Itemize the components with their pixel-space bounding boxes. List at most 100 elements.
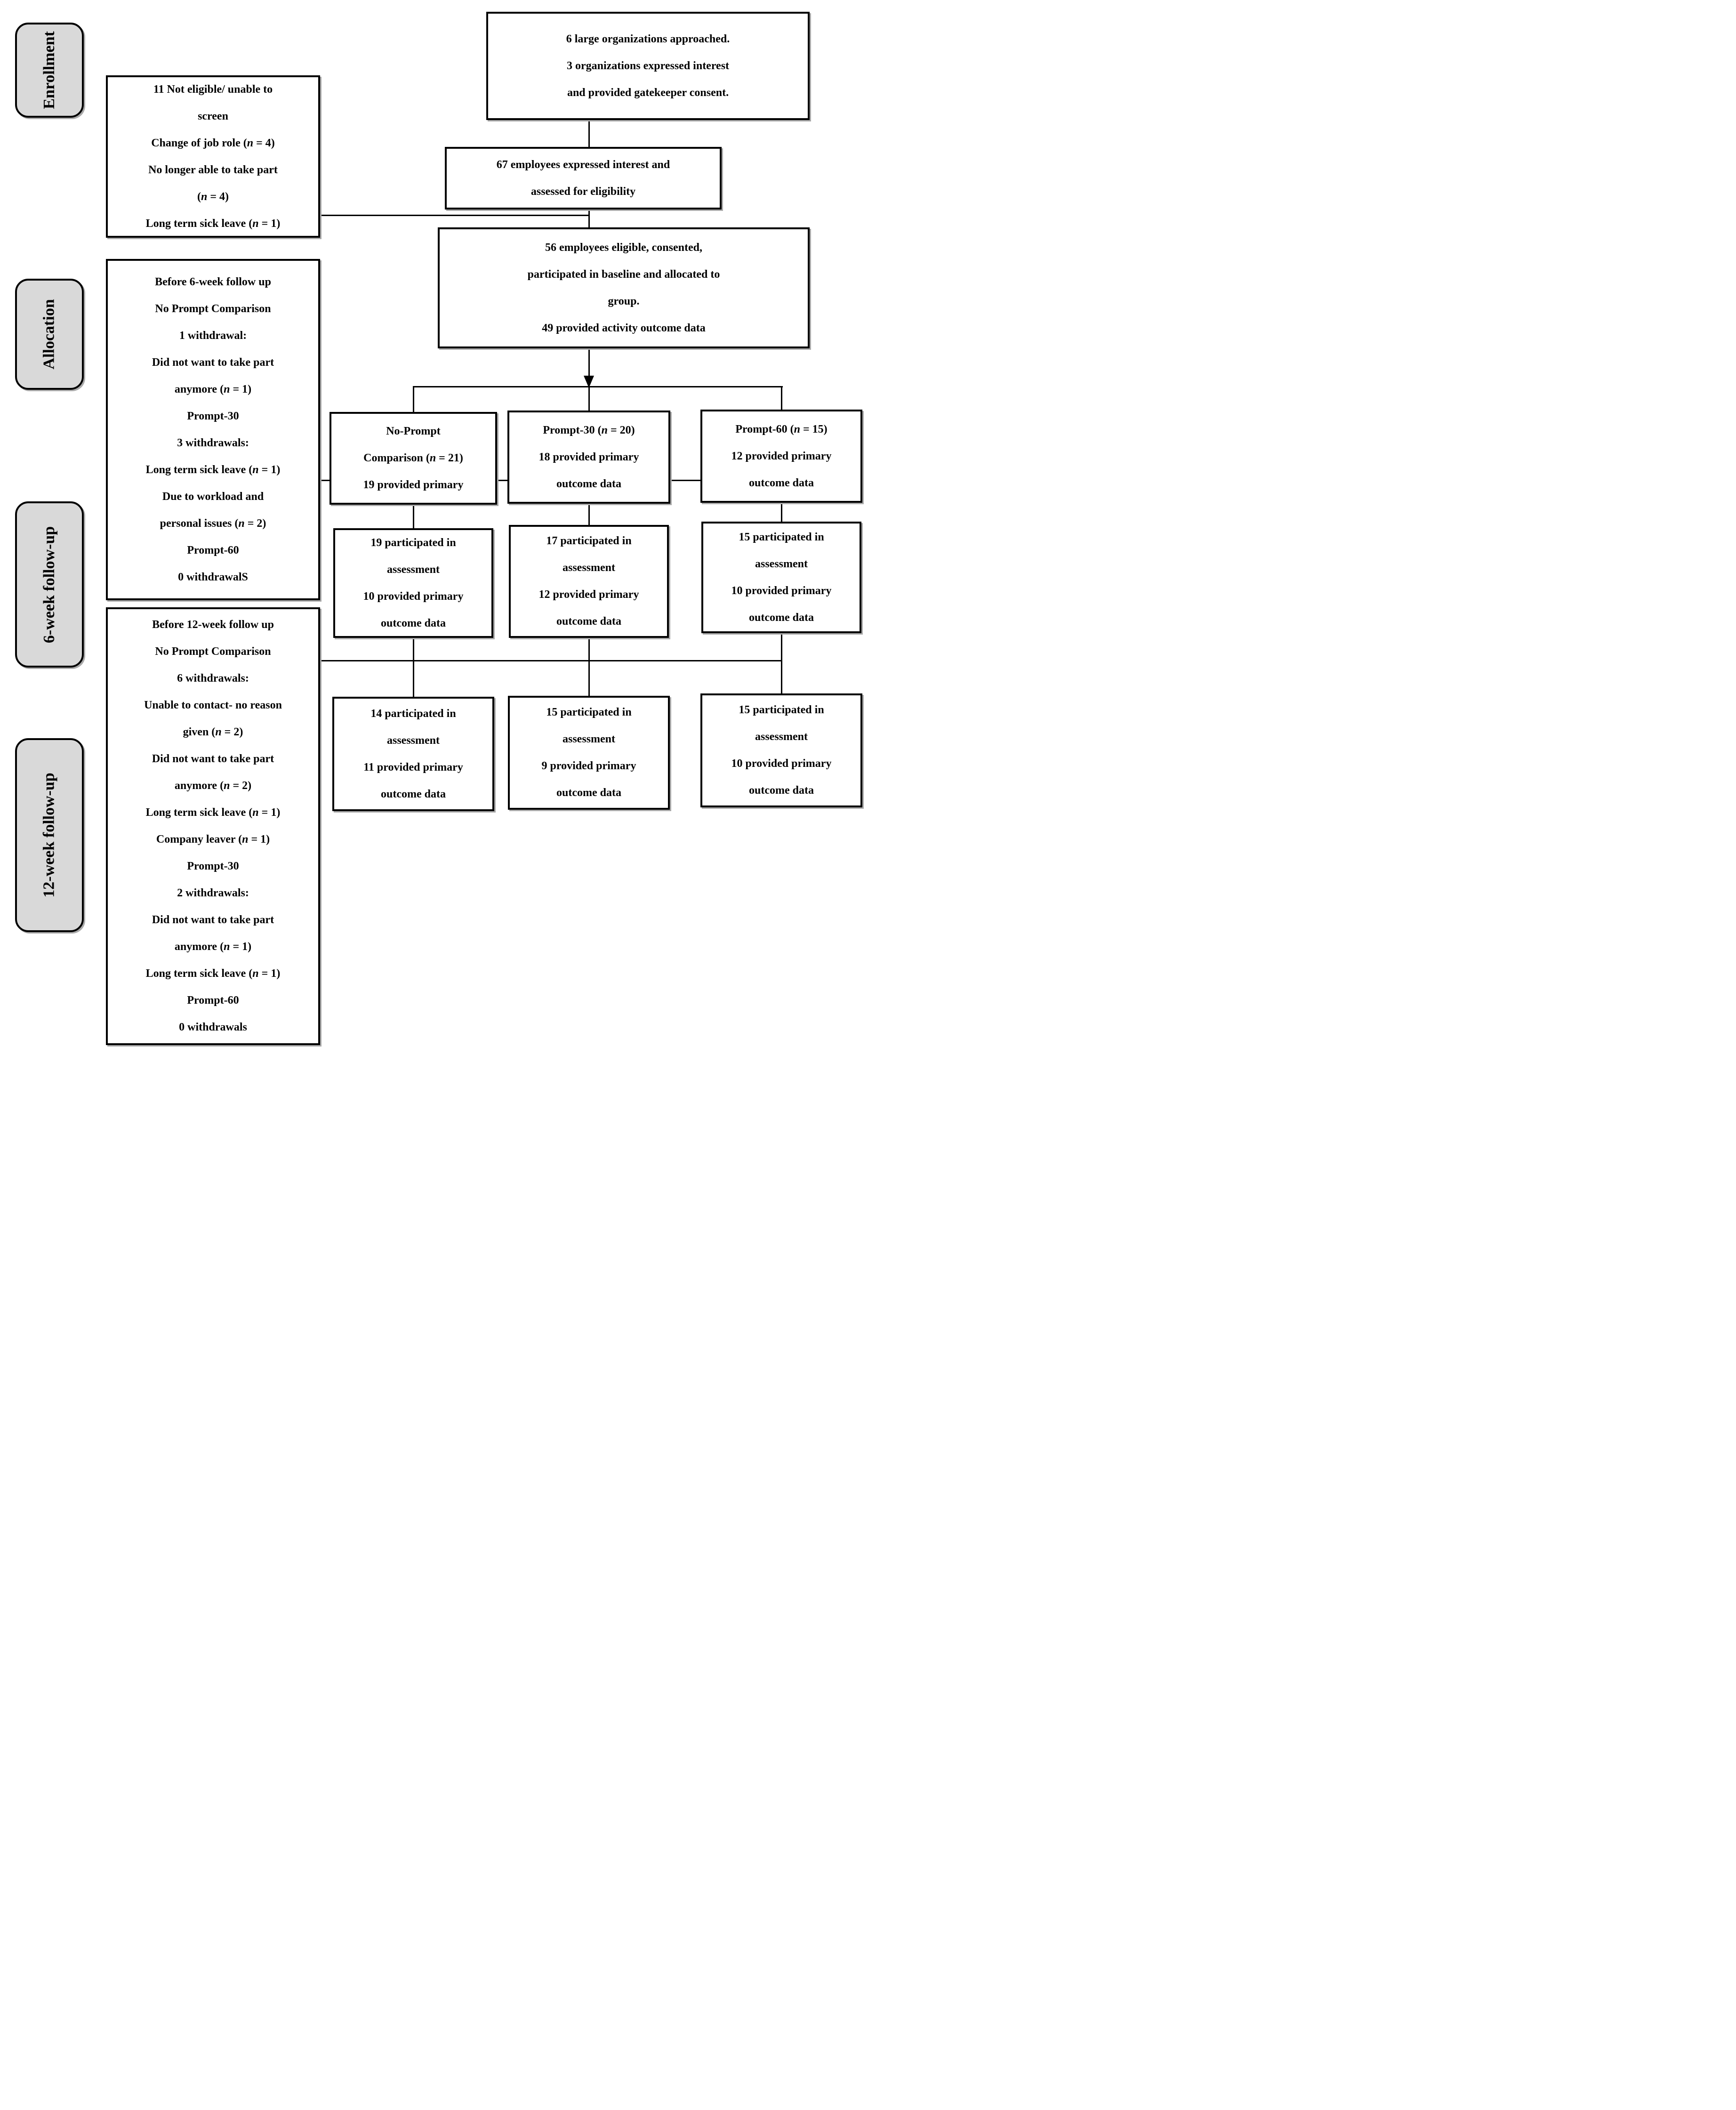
box-line: 56 employees eligible, consented, — [545, 241, 702, 254]
box-line: 49 provided activity outcome data — [542, 322, 706, 334]
box-line: 0 withdrawals — [179, 1021, 247, 1033]
stage-label-allocation-text: Allocation — [40, 299, 58, 370]
stage-label-6-week-follow-up: 6-week follow-up — [15, 501, 84, 668]
stage-label-allocation: Allocation — [15, 279, 84, 390]
box-line: Did not want to take part — [152, 356, 274, 369]
box-line: Unable to contact- no reason — [144, 699, 282, 711]
box-line: assessment — [563, 562, 615, 574]
box-line: 11 provided primary — [363, 761, 463, 773]
box-line: 15 participated in — [739, 531, 824, 543]
box-6wk-prompt-60: 15 participated in assessment 10 provide… — [701, 522, 861, 633]
box-employees-expressed-interest: 67 employees expressed interest and asse… — [445, 147, 722, 209]
box-line: outcome data — [381, 617, 446, 629]
box-6wk-no-prompt: 19 participated in assessment 10 provide… — [333, 528, 493, 638]
box-line: outcome data — [556, 787, 621, 799]
box-line: outcome data — [381, 788, 446, 800]
box-line: Prompt-30 — [187, 860, 239, 872]
box-line: 14 participated in — [370, 707, 456, 720]
connector-allocation-branch — [413, 386, 783, 387]
box-employees-eligible: 56 employees eligible, consented, partic… — [438, 227, 810, 348]
box-line: assessed for eligibility — [530, 185, 636, 198]
box-line: 6 withdrawals: — [177, 672, 249, 685]
box-line: Prompt-60 — [187, 994, 239, 1007]
down-arrow-icon — [584, 376, 594, 388]
connector-branch-to-prompt-30 — [588, 386, 590, 411]
box-line: 17 participated in — [546, 535, 632, 547]
connector-eligible-to-arrow — [588, 348, 590, 377]
box-line: No Prompt Comparison — [155, 302, 271, 315]
box-6wk-prompt-30: 17 participated in assessment 12 provide… — [509, 525, 669, 638]
box-line: assessment — [755, 557, 808, 570]
connector-6wk-to-12wk-prompt-30 — [588, 638, 590, 696]
box-line: outcome data — [749, 784, 814, 797]
box-line: 1 withdrawal: — [179, 329, 247, 342]
box-line: anymore (n = 1) — [174, 383, 252, 395]
box-line: outcome data — [556, 615, 621, 628]
box-line: 19 provided primary — [363, 479, 464, 491]
box-line: anymore (n = 1) — [174, 941, 252, 953]
box-line: participated in baseline and allocated t… — [527, 268, 720, 281]
stage-label-12-week-follow-up-text: 12-week follow-up — [40, 773, 58, 898]
box-before-12-week-withdrawals: Before 12-week follow up No Prompt Compa… — [106, 607, 320, 1045]
box-line: assessment — [387, 734, 440, 747]
box-line: No longer able to take part — [148, 163, 278, 176]
box-line: Long term sick leave (n = 1) — [145, 217, 281, 230]
box-line: 9 provided primary — [541, 760, 636, 772]
box-line: 12 provided primary — [538, 588, 639, 601]
box-12wk-prompt-30: 15 participated in assessment 9 provided… — [508, 696, 670, 810]
box-line: Due to workload and — [162, 490, 264, 503]
connector-6wk-to-12wk-no-prompt — [413, 638, 414, 697]
box-line: group. — [608, 295, 640, 307]
connector-approached-to-interest — [588, 120, 590, 147]
box-line: Prompt-30 (n = 20) — [543, 424, 635, 436]
box-alloc-prompt-30: Prompt-30 (n = 20) 18 provided primary o… — [507, 411, 670, 504]
box-line: assessment — [387, 563, 440, 576]
box-before-6-week-withdrawals: Before 6-week follow up No Prompt Compar… — [106, 259, 320, 600]
box-line: anymore (n = 2) — [174, 780, 252, 792]
connector-not-eligible-branch — [320, 215, 590, 216]
box-line: No-Prompt — [386, 425, 441, 437]
box-line: and provided gatekeeper consent. — [567, 86, 729, 99]
box-line: Did not want to take part — [152, 914, 274, 926]
box-line: Long term sick leave (n = 1) — [145, 967, 281, 980]
box-line: Change of job role (n = 4) — [151, 137, 275, 149]
connector-branch-to-no-prompt — [413, 386, 414, 412]
box-line: Company leaver (n = 1) — [156, 833, 270, 846]
box-line: 19 participated in — [370, 536, 456, 549]
box-line: Long term sick leave (n = 1) — [145, 806, 281, 819]
box-not-eligible: 11 Not eligible/ unable to screen Change… — [106, 75, 320, 238]
connector-before-12-week-branch — [320, 660, 782, 661]
box-alloc-no-prompt: No-Prompt Comparison (n = 21) 19 provide… — [330, 412, 497, 505]
box-line: personal issues (n = 2) — [160, 517, 266, 530]
box-12wk-prompt-60: 15 participated in assessment 10 provide… — [700, 693, 862, 807]
box-line: Before 6-week follow up — [155, 275, 271, 288]
box-line: 2 withdrawals: — [177, 887, 249, 899]
box-line: outcome data — [556, 477, 621, 490]
box-line: No Prompt Comparison — [155, 645, 271, 658]
box-line: (n = 4) — [197, 190, 229, 203]
stage-label-6-week-follow-up-text: 6-week follow-up — [40, 526, 58, 643]
box-line: 15 participated in — [739, 704, 824, 716]
box-alloc-prompt-60: Prompt-60 (n = 15) 12 provided primary o… — [700, 410, 862, 503]
box-line: screen — [198, 110, 228, 122]
box-line: Did not want to take part — [152, 753, 274, 765]
connector-no-prompt-to-6wk — [413, 505, 414, 528]
box-organizations-approached: 6 large organizations approached. 3 orga… — [486, 12, 810, 120]
box-line: Prompt-60 (n = 15) — [735, 423, 828, 435]
box-line: assessment — [755, 731, 808, 743]
box-line: Comparison (n = 21) — [363, 452, 463, 464]
stage-label-12-week-follow-up: 12-week follow-up — [15, 738, 84, 932]
box-line: given (n = 2) — [183, 726, 243, 738]
box-line: Before 12-week follow up — [152, 619, 274, 631]
box-line: 15 participated in — [546, 706, 632, 718]
box-line: 3 organizations expressed interest — [566, 59, 730, 72]
box-12wk-no-prompt: 14 participated in assessment 11 provide… — [332, 697, 494, 811]
box-line: 18 provided primary — [538, 451, 639, 463]
box-line: Prompt-60 — [187, 544, 239, 556]
consort-flow-diagram: Enrollment Allocation 6-week follow-up 1… — [0, 0, 868, 1055]
connector-prompt-60-to-6wk — [781, 503, 782, 522]
connector-interest-to-eligible — [588, 209, 590, 227]
box-line: assessment — [563, 733, 615, 745]
connector-6wk-to-12wk-prompt-60 — [781, 633, 782, 693]
box-line: 10 provided primary — [731, 584, 832, 597]
